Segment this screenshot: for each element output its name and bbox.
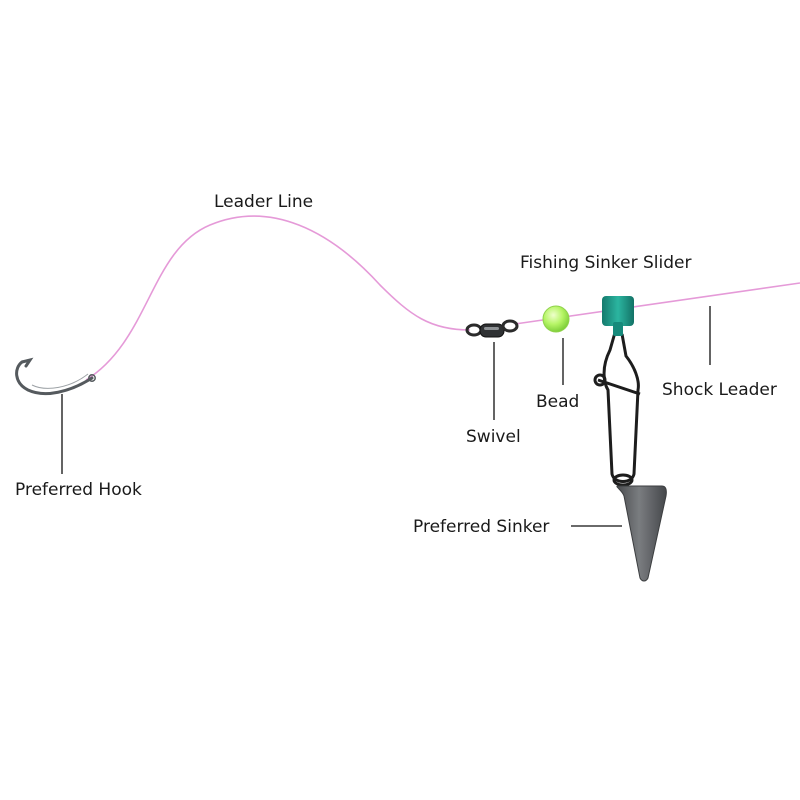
swivel-icon xyxy=(465,319,519,338)
label-preferred-sinker: Preferred Sinker xyxy=(413,517,549,537)
sinker-icon xyxy=(616,485,667,582)
leader-line xyxy=(85,215,471,381)
label-bead: Bead xyxy=(536,392,579,412)
label-fishing-sinker-slider: Fishing Sinker Slider xyxy=(520,253,691,273)
snap-clip-icon xyxy=(593,321,641,487)
label-swivel: Swivel xyxy=(466,427,521,447)
label-shock-leader: Shock Leader xyxy=(662,380,777,400)
hook-icon xyxy=(15,357,96,396)
bead-icon xyxy=(542,305,570,333)
label-preferred-hook: Preferred Hook xyxy=(15,480,142,500)
label-leader-line: Leader Line xyxy=(214,192,313,212)
sinker-slider-icon xyxy=(602,296,634,336)
